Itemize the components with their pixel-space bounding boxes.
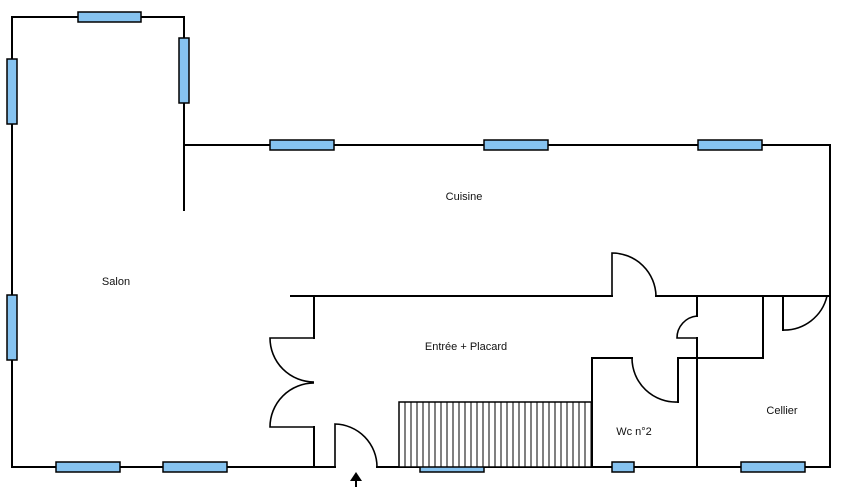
door	[631, 357, 679, 403]
doors	[269, 252, 829, 468]
window	[55, 461, 121, 473]
window	[269, 139, 335, 151]
room-label-entree: Entrée + Placard	[425, 341, 507, 353]
window	[77, 11, 142, 23]
window	[6, 294, 18, 361]
room-label-salon: Salon	[102, 276, 130, 288]
window	[162, 461, 228, 473]
window	[178, 37, 190, 104]
door	[269, 382, 315, 428]
entrance-door	[334, 423, 378, 468]
window	[611, 461, 635, 473]
room-label-cuisine: Cuisine	[446, 191, 483, 203]
door	[269, 337, 315, 383]
room-label-cellier: Cellier	[766, 405, 798, 417]
staircase	[398, 401, 593, 468]
door	[782, 295, 829, 331]
door	[611, 252, 657, 297]
door	[676, 315, 698, 339]
window	[6, 58, 18, 125]
window	[740, 461, 806, 473]
window	[483, 139, 549, 151]
room-label-wc: Wc n°2	[616, 426, 652, 438]
exterior-walls	[11, 16, 831, 468]
window	[697, 139, 763, 151]
arrow-up-icon	[350, 472, 362, 487]
